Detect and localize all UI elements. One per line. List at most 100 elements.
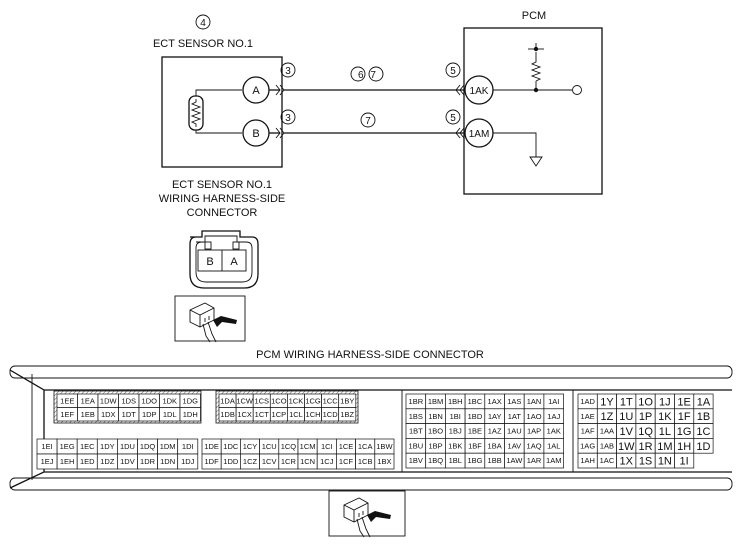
pin-label: 1U [619, 411, 633, 423]
pin-label: 1CL [289, 410, 303, 419]
harness-title-line2: WIRING HARNESS-SIDE [159, 193, 286, 205]
pin-label: 1AV [508, 441, 522, 450]
pin-label: 1CX [237, 410, 252, 419]
pcm-connector-title: PCM WIRING HARNESS-SIDE CONNECTOR [256, 349, 484, 361]
pin-label: 1AJ [547, 412, 560, 421]
pin-label: 1BY [340, 396, 354, 405]
pin-label: 1DR [140, 457, 156, 466]
pin-label: 1BV [409, 456, 423, 465]
pin-label: 1AY [488, 412, 502, 421]
pin-label: 1M [657, 441, 672, 453]
pin-label: 1CT [255, 410, 270, 419]
pin-label: 1DK [162, 396, 177, 405]
pin-label: 1O [638, 396, 653, 408]
pin-label: 1AM [546, 456, 561, 465]
pin-label: 1AG [580, 441, 595, 450]
pin-label: 1DG [183, 396, 199, 405]
pin-label: 1B [697, 411, 710, 423]
wire-callout-circle [350, 66, 366, 82]
pin-label: 1AA [600, 427, 614, 436]
pin-label: 1BT [409, 427, 423, 436]
pin-label: 1AH [580, 456, 595, 465]
pin-label: 1DC [223, 442, 239, 451]
pin-label: 1AF [581, 427, 595, 436]
pin-label: 1DX [101, 410, 116, 419]
pin-label: 1S [639, 456, 652, 468]
pin-label: 1CZ [243, 457, 258, 466]
pin-label: 1A [697, 396, 711, 408]
pin-label: 1CN [300, 457, 315, 466]
pin-label: 1BC [468, 397, 483, 406]
pin-label: 1AW [506, 456, 523, 465]
wire-b-left-callout: 3 [285, 113, 291, 124]
pin-label: 1DF [205, 457, 220, 466]
pin-label: 1DS [121, 396, 136, 405]
pin-cell [179, 407, 201, 422]
pin-label: 1BO [428, 427, 443, 436]
pin-label: 1DA [220, 396, 235, 405]
wire-a-mid-callouts: 6 7 [358, 70, 376, 81]
wire-callout-circle [280, 109, 296, 125]
pin-label: 1CE [339, 442, 354, 451]
harness-title-line3: CONNECTOR [187, 207, 258, 219]
pin-cell [674, 452, 695, 469]
pin-label: 1G [677, 426, 692, 438]
pin-label: 1AQ [527, 441, 542, 450]
pin-label: 1DJ [181, 457, 195, 466]
pin-label: 1CG [305, 396, 321, 405]
sensor-internal-wire-bottom [195, 130, 242, 134]
pin-label: 1Y [600, 396, 614, 408]
pin-label: 1DH [183, 410, 198, 419]
wire-callout-circle [445, 109, 461, 125]
pin-label: 1I [680, 456, 689, 468]
pin-label: 1AE [581, 412, 595, 421]
pin-label: 1AS [507, 397, 521, 406]
pin-label: 1E [677, 396, 690, 408]
pin-label: 1BA [488, 441, 502, 450]
pin-label: 1CM [300, 442, 316, 451]
pin-label: 1CY [243, 442, 258, 451]
pcm-output-node [572, 85, 582, 95]
wire-b-right-callout: 5 [450, 113, 456, 124]
pin-label: 1DN [160, 457, 175, 466]
pin-cell [693, 438, 714, 454]
probe-icon [328, 490, 406, 538]
pin-label: 1DP [142, 410, 157, 419]
pin-label: 1CS [254, 396, 269, 405]
pin-label: 1DQ [140, 442, 156, 451]
pin-cell [374, 453, 395, 470]
pin-label: 1T [620, 396, 633, 408]
pin-label: 1AK [547, 427, 561, 436]
pin-label: 1CW [236, 396, 254, 405]
pin-label: 1EF [60, 410, 74, 419]
connector-chevron-a-right [455, 84, 461, 96]
pin-label: 1CH [306, 410, 321, 419]
pin-label: 1AC [600, 456, 615, 465]
pin-label: 1L [659, 426, 671, 438]
harness-title-line1: ECT SENSOR NO.1 [172, 179, 272, 191]
pin-label: 1F [678, 411, 691, 423]
pin-label: 1AZ [488, 427, 502, 436]
pin-label: 1BF [468, 441, 482, 450]
pin-label: 1J [659, 396, 671, 408]
pin-label: 1BM [428, 397, 443, 406]
connector-chevron-a-left [275, 84, 281, 96]
pin-label: 1Q [638, 426, 653, 438]
connector-chevron-b-right2 [459, 127, 465, 139]
pin-label: 1AU [507, 427, 522, 436]
pin-label: 1DL [163, 410, 177, 419]
pin-label: 1EA [81, 396, 95, 405]
wire-callout-circle [280, 62, 296, 78]
pin-label: 1BZ [340, 410, 354, 419]
pin-label: 1BQ [428, 456, 443, 465]
pcm-pullup-resistor [530, 52, 542, 82]
pin-label: 1CC [323, 396, 339, 405]
pin-label: 1DU [120, 442, 135, 451]
pin-label: 1BN [428, 412, 443, 421]
sensor-resistor-zigzag [190, 99, 202, 127]
pcm-terminal-1ak: 1AK [470, 86, 489, 97]
sensor-pin-a: A [252, 85, 260, 97]
pin-label: 1BW [376, 442, 393, 451]
